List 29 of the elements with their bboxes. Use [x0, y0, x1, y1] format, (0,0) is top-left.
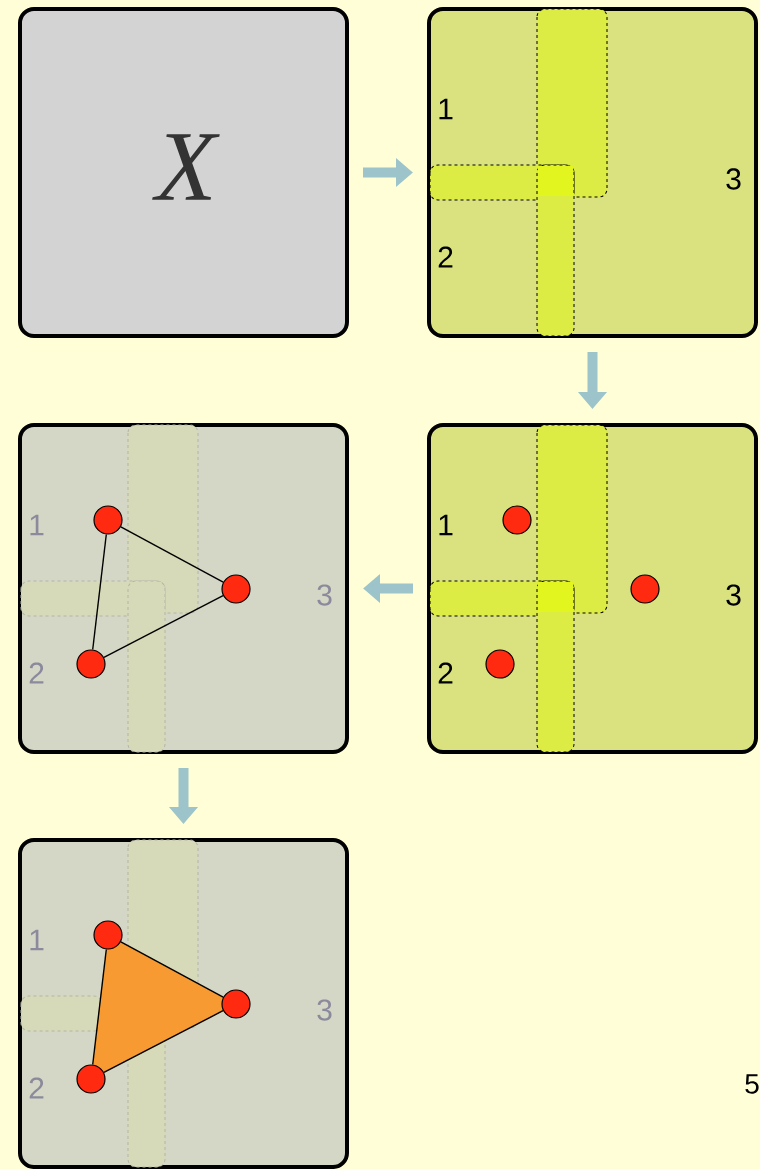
number-label: 3 [317, 584, 332, 606]
dot [485, 649, 515, 679]
dot [76, 649, 106, 679]
number-label: 1 [439, 98, 453, 120]
connector-line [120, 941, 224, 998]
dot [93, 505, 123, 535]
connector-line [103, 1010, 224, 1073]
number-label: 2 [438, 246, 453, 268]
number-label: 1 [30, 929, 44, 951]
number-label: 3 [726, 168, 741, 190]
page-number: 5 [745, 1074, 759, 1094]
number-label: 2 [438, 662, 453, 684]
variable-label: X [152, 134, 220, 200]
dot [221, 989, 251, 1019]
number-label: 3 [317, 999, 332, 1021]
number-label: 3 [726, 584, 741, 606]
dot [502, 505, 532, 535]
dot [93, 920, 123, 950]
dot [630, 574, 660, 604]
connector-line [92, 533, 107, 651]
number-label: 1 [439, 514, 453, 536]
connector-line [120, 526, 224, 583]
number-label: 1 [30, 514, 44, 536]
connector-line [103, 595, 224, 658]
dot [221, 574, 251, 604]
number-label: 2 [29, 1077, 44, 1099]
dot [76, 1064, 106, 1094]
number-label: 2 [29, 662, 44, 684]
connector-line [92, 948, 107, 1066]
